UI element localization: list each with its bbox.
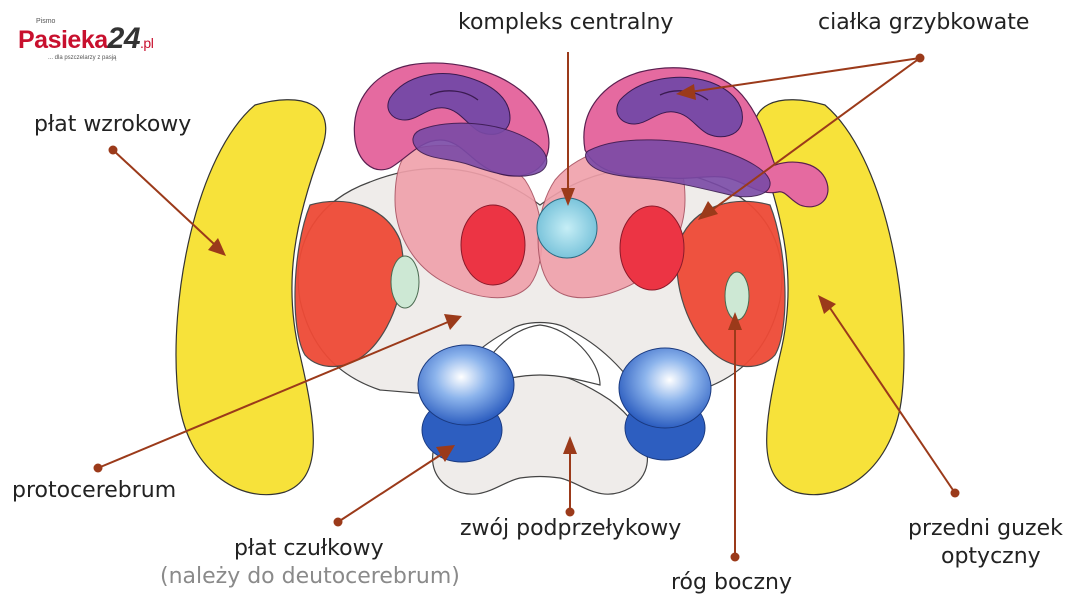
label-plat-czulkowy-note: (należy do deutocerebrum) [160, 564, 460, 589]
mushroom-body-right [583, 67, 829, 208]
leader-lines [93, 52, 960, 562]
lateral-horn-right [724, 271, 750, 321]
logo-brand-number: 24 [107, 22, 141, 55]
label-cialka-grzybkowate: ciałka grzybkowate [818, 10, 1030, 35]
calyx-core-left [460, 204, 526, 286]
logo-brand-suffix: .pl [140, 35, 154, 51]
label-kompleks-centralny: kompleks centralny [458, 10, 674, 35]
leader-plat-czulkowy [333, 445, 455, 527]
logo-brand-text: Pasieka [18, 26, 108, 54]
label-rog-boczny: róg boczny [671, 570, 793, 595]
antennal-lobe-left [417, 344, 515, 463]
logo-tagline: ... dla pszczelarzy z pasją [48, 55, 117, 61]
leader-protocerebrum [93, 314, 462, 473]
lateral-horn-left [390, 255, 420, 309]
calyx-core-right [619, 205, 685, 291]
label-protocerebrum: protocerebrum [12, 478, 177, 503]
leader-przedni-guzek-optyczny [818, 295, 960, 498]
leader-plat-wzrokowy [108, 145, 226, 256]
pasieka24-logo: Pismo Pasieka24.pl ... dla pszczelarzy z… [18, 18, 178, 68]
label-zwoj-podprzelykowy: zwój podprzełykowy [460, 516, 682, 541]
label-przedni-guzek-line2: optyczny [941, 544, 1041, 569]
leader-kompleks-centralny [561, 52, 575, 206]
label-przedni-guzek-line1: przedni guzek [908, 516, 1063, 541]
leader-cialka-grzybkowate-2 [698, 57, 921, 220]
optic-lobe-left [175, 99, 327, 496]
mushroom-body-left [353, 62, 550, 177]
logo-brand: Pasieka24.pl [18, 22, 154, 56]
leader-zwoj-podprzelykowy [563, 436, 577, 517]
label-plat-wzrokowy: płat wzrokowy [34, 112, 192, 137]
label-plat-czulkowy: płat czułkowy [234, 536, 384, 561]
optic-tubercle-left [294, 200, 404, 367]
antennal-lobe-right [618, 347, 712, 461]
central-complex [536, 197, 598, 259]
leader-rog-boczny [728, 312, 742, 562]
logo-pismo: Pismo [36, 18, 56, 25]
